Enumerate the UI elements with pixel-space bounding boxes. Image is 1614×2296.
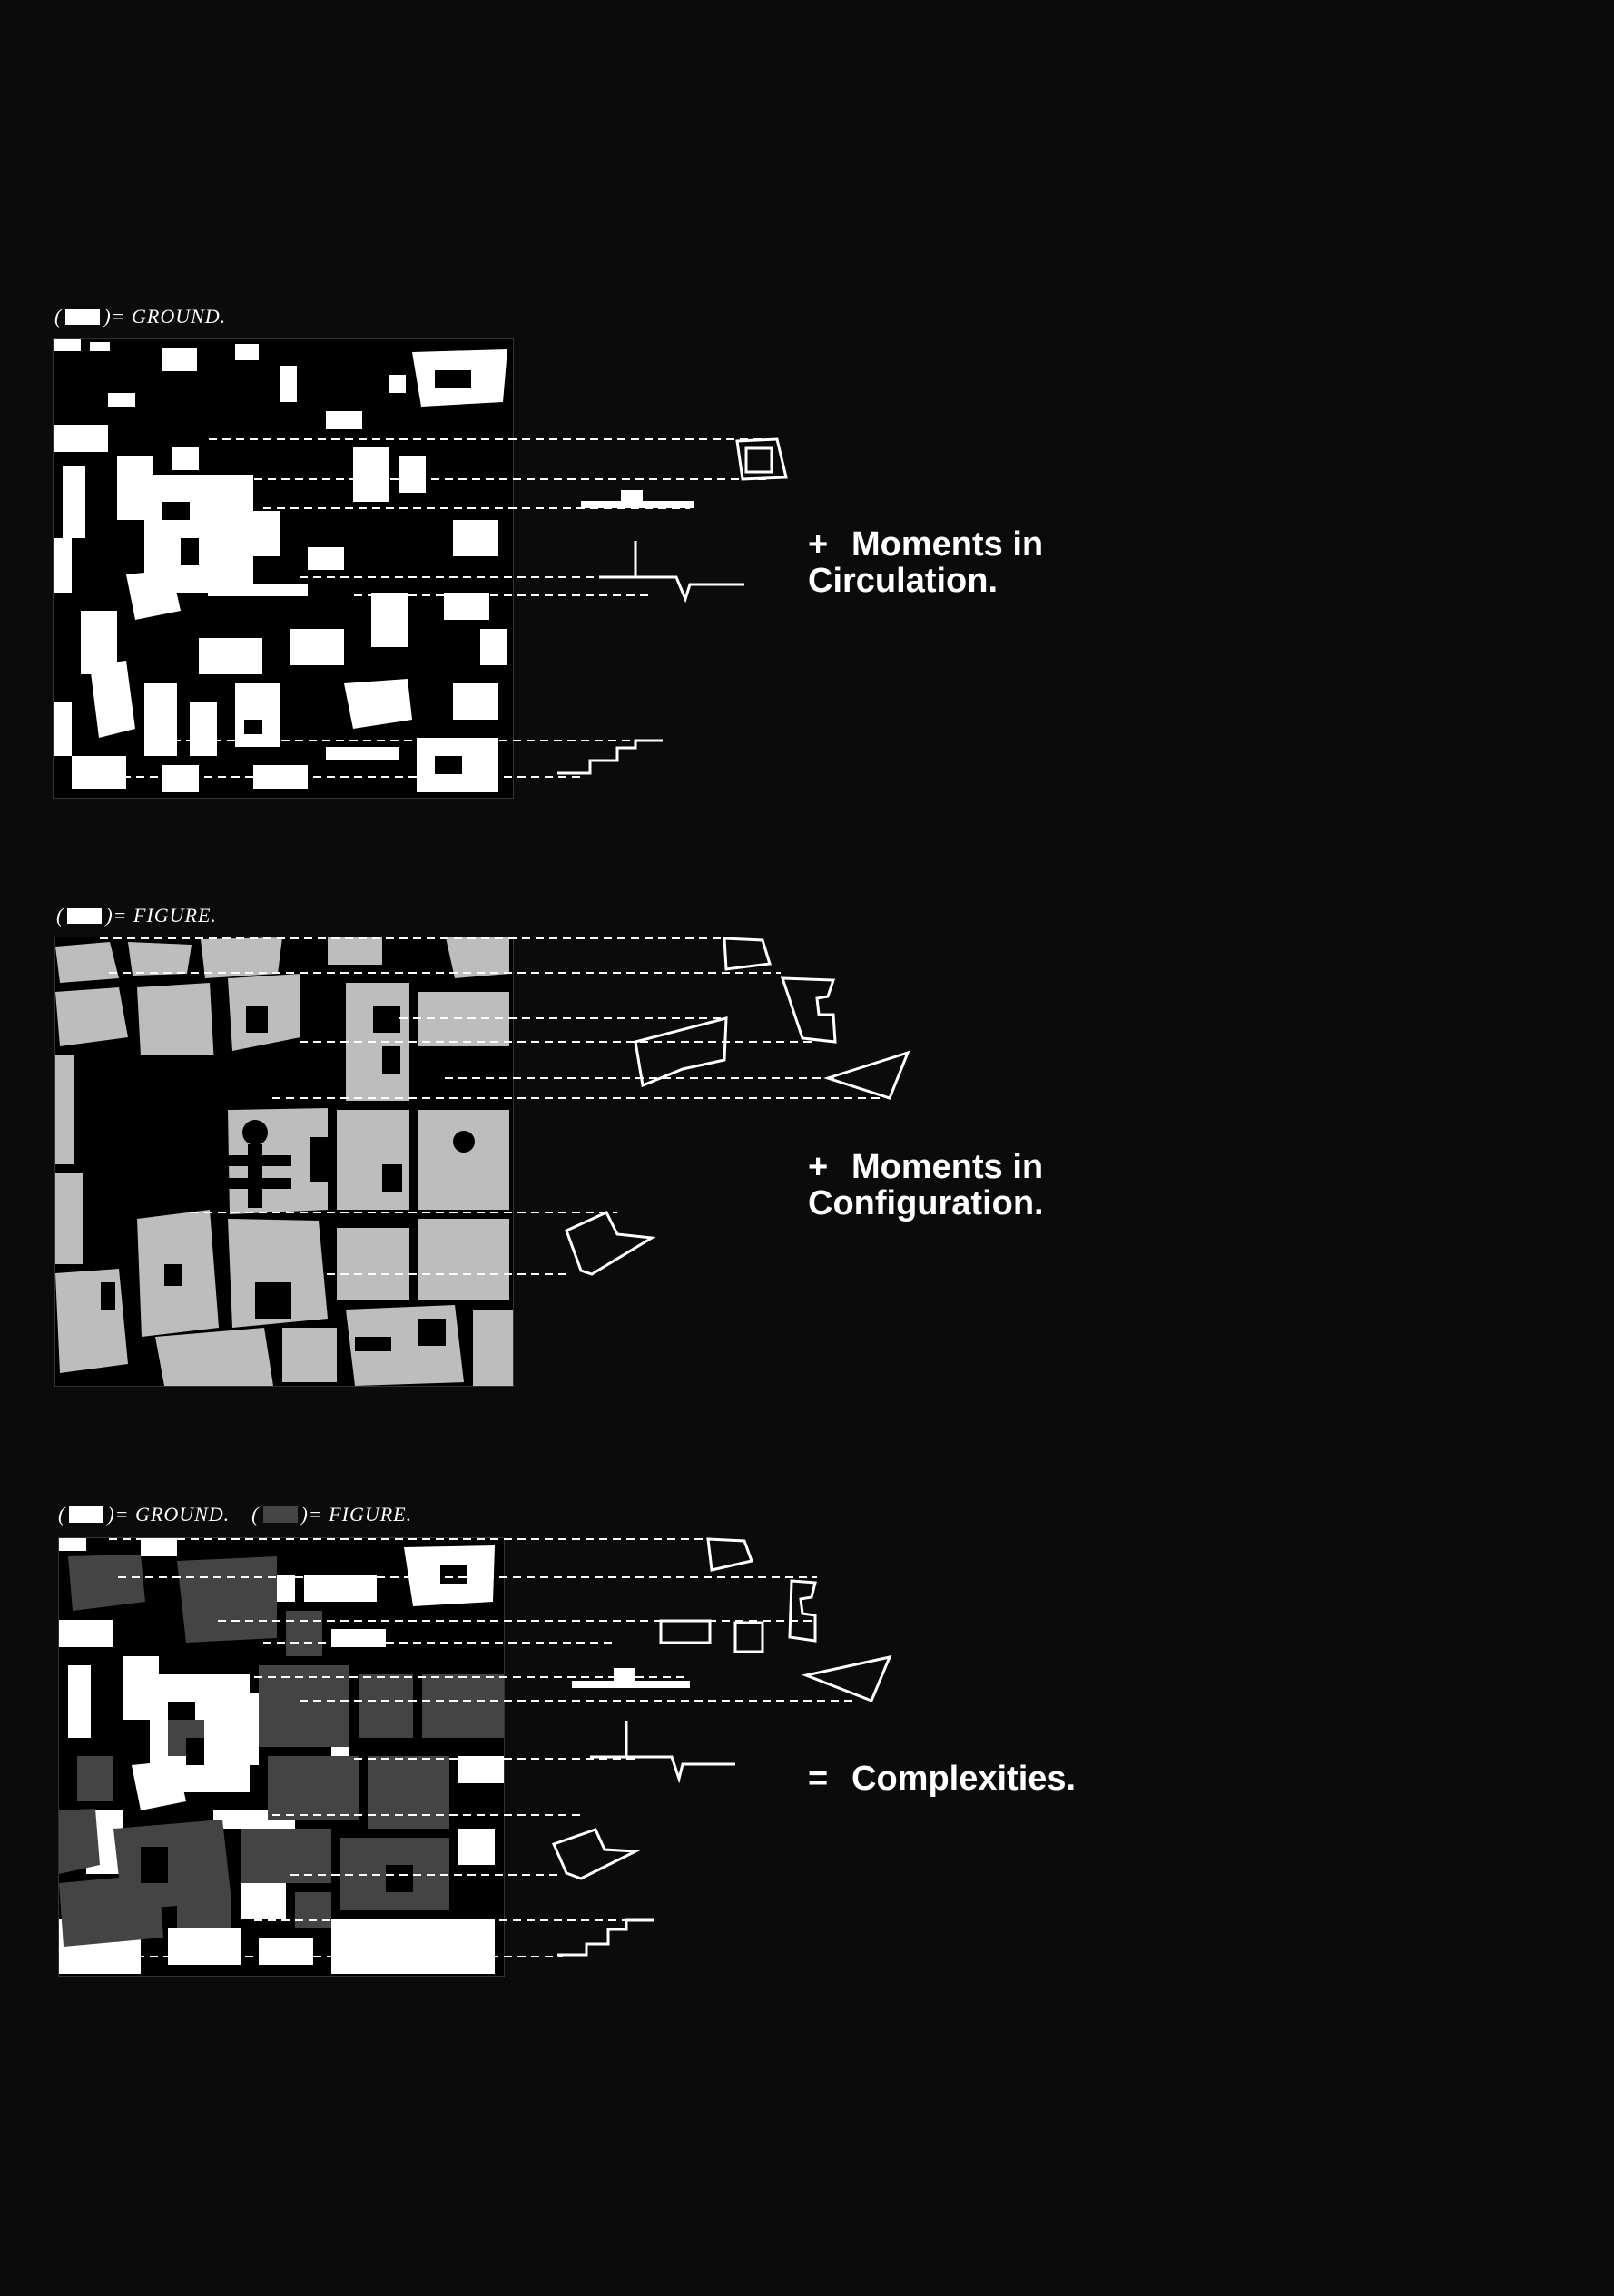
- caption-circulation: + Moments in Circulation.: [808, 526, 1043, 599]
- complexity-fragment: [614, 1668, 635, 1681]
- circulation-fragment: [599, 541, 744, 603]
- legend-label: = GROUND.: [114, 1503, 231, 1526]
- legend-close-paren: ): [107, 1503, 115, 1526]
- ground-plan: [53, 338, 514, 799]
- configuration-fragment: [780, 976, 837, 1044]
- complexity-fragment: [572, 1681, 690, 1688]
- complexity-fragment: [706, 1537, 753, 1572]
- configuration-fragment: [565, 1211, 656, 1276]
- plus-operator: +: [808, 525, 829, 564]
- combined-plan: [58, 1537, 505, 1977]
- figure-plan-drawing: [55, 937, 513, 1386]
- configuration-fragment: [634, 1016, 728, 1088]
- configuration-fragment: [823, 1050, 910, 1100]
- legend-figure: ( ) = FIGURE.: [56, 904, 217, 927]
- circulation-fragment: [557, 739, 663, 775]
- plus-operator: +: [808, 1148, 829, 1186]
- caption-line1: Moments in: [851, 525, 1044, 564]
- caption-line1: Complexities.: [851, 1760, 1077, 1798]
- legend-close-paren: ): [103, 305, 112, 328]
- legend-open-paren: (: [251, 1503, 260, 1526]
- legend-ground-figure: ( ) = GROUND. ( ) = FIGURE.: [58, 1503, 412, 1526]
- figure-plan: [54, 937, 514, 1387]
- complexity-fragment: [551, 1828, 641, 1880]
- legend-open-paren: (: [56, 904, 64, 927]
- complexity-fragment: [557, 1918, 654, 1957]
- legend-open-paren: (: [54, 305, 63, 328]
- circulation-fragment: [621, 490, 643, 503]
- combined-plan-drawing: [59, 1538, 504, 1974]
- ground-plan-drawing: [54, 339, 507, 792]
- legend-label: = GROUND.: [111, 305, 227, 328]
- ground-swatch: [69, 1506, 104, 1523]
- caption-configuration: + Moments in Configuration.: [808, 1149, 1044, 1222]
- configuration-fragment: [723, 937, 772, 971]
- figure-swatch: [67, 908, 103, 924]
- complexity-fragment: [801, 1654, 892, 1702]
- caption-line2: Circulation.: [808, 562, 999, 600]
- legend-label: = FIGURE.: [113, 904, 217, 927]
- equals-operator: =: [808, 1760, 829, 1798]
- legend-open-paren: (: [58, 1503, 66, 1526]
- legend-close-paren: ): [105, 904, 113, 927]
- complexity-fragment: [788, 1579, 817, 1643]
- caption-line2: Configuration.: [808, 1184, 1044, 1222]
- ground-swatch: [65, 309, 101, 325]
- circulation-fragment: [735, 437, 788, 481]
- caption-complexities: = Complexities.: [808, 1761, 1076, 1797]
- complexity-fragment: [590, 1721, 735, 1784]
- caption-line1: Moments in: [851, 1148, 1044, 1186]
- circulation-fragment: [581, 501, 694, 508]
- complexity-fragment: [733, 1621, 764, 1653]
- legend-close-paren: ): [300, 1503, 309, 1526]
- circulation-fragment: [744, 446, 773, 474]
- legend-label: = FIGURE.: [308, 1503, 413, 1526]
- complexity-fragment: [659, 1619, 712, 1644]
- figure-swatch: [262, 1506, 298, 1523]
- legend-ground: ( ) = GROUND.: [54, 305, 226, 329]
